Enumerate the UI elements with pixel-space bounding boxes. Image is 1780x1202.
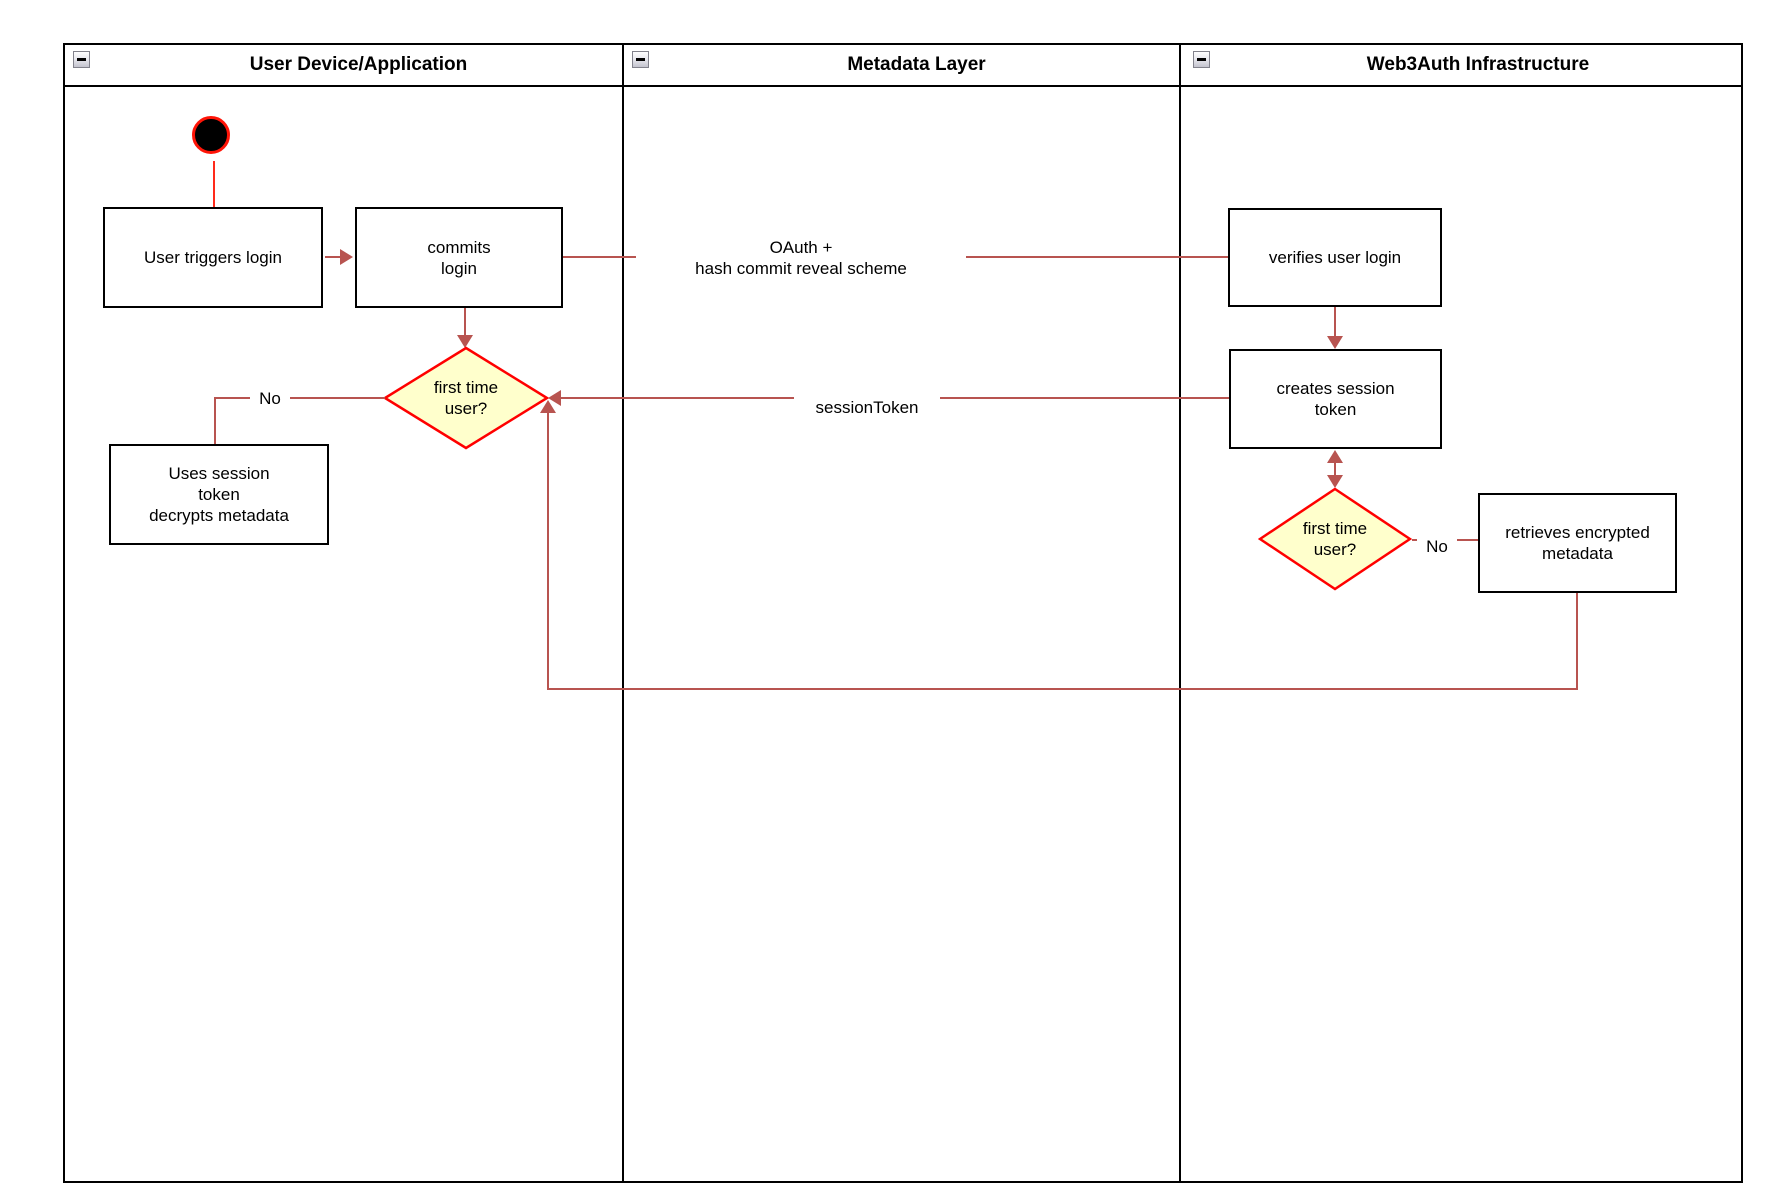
edge-label-session-token: sessionToken (794, 395, 940, 420)
action-user-triggers-login[interactable]: User triggers login (103, 207, 323, 308)
edge-create-to-decision (1334, 458, 1336, 480)
edge-loop-horizontal (547, 688, 1578, 690)
action-retrieves-encrypted-metadata[interactable]: retrieves encrypted metadata (1478, 493, 1677, 593)
edge-label-no-infra: No (1417, 534, 1457, 559)
decision-diamond-shape (1258, 487, 1412, 591)
lane-divider-1 (622, 45, 624, 1181)
lane-header-metadata-layer: Metadata Layer (847, 54, 986, 75)
decision-first-time-user-infra[interactable] (1258, 487, 1412, 591)
minus-icon (636, 58, 645, 61)
action-commits-login[interactable]: commits login (355, 207, 563, 308)
edge-loop-down (1576, 593, 1578, 690)
decision-label: first time user? (433, 378, 499, 418)
collapse-icon[interactable] (1193, 51, 1210, 68)
arrowhead-down-icon (1327, 475, 1343, 488)
edge-no-device (215, 397, 385, 399)
edge-trigger-to-commit (325, 256, 342, 258)
action-uses-session-token[interactable]: Uses session token decrypts metadata (109, 444, 329, 545)
edge-no-device-down (214, 397, 216, 444)
arrowhead-down-icon (457, 335, 473, 348)
edge-label-oauth: OAuth + hash commit reveal scheme (636, 234, 966, 282)
swimlane-pool (63, 43, 1743, 1183)
edge-label-no-device: No (250, 386, 290, 411)
decision-first-time-user-device[interactable] (383, 346, 549, 450)
minus-icon (1197, 58, 1206, 61)
action-creates-session-token[interactable]: creates session token (1229, 349, 1442, 449)
edge-loop-up (547, 404, 549, 689)
edge-start-to-trigger (213, 161, 215, 207)
arrowhead-right-icon (340, 249, 353, 265)
lane-header-divider (65, 85, 1741, 87)
arrowhead-up-icon (540, 400, 556, 413)
decision-label: first time user? (1302, 519, 1368, 559)
arrowhead-down-icon (1327, 336, 1343, 349)
arrowhead-up-icon (1327, 450, 1343, 463)
lane-divider-2 (1179, 45, 1181, 1181)
minus-icon (77, 58, 86, 61)
lane-header-user-device: User Device/Application (249, 54, 468, 75)
collapse-icon[interactable] (632, 51, 649, 68)
lane-header-web3auth-infra: Web3Auth Infrastructure (1366, 54, 1590, 75)
collapse-icon[interactable] (73, 51, 90, 68)
start-node[interactable] (192, 116, 230, 154)
decision-diamond-shape (383, 346, 549, 450)
edge-verify-to-create (1334, 307, 1336, 337)
action-verifies-user-login[interactable]: verifies user login (1228, 208, 1442, 307)
edge-commit-to-decision (464, 308, 466, 336)
